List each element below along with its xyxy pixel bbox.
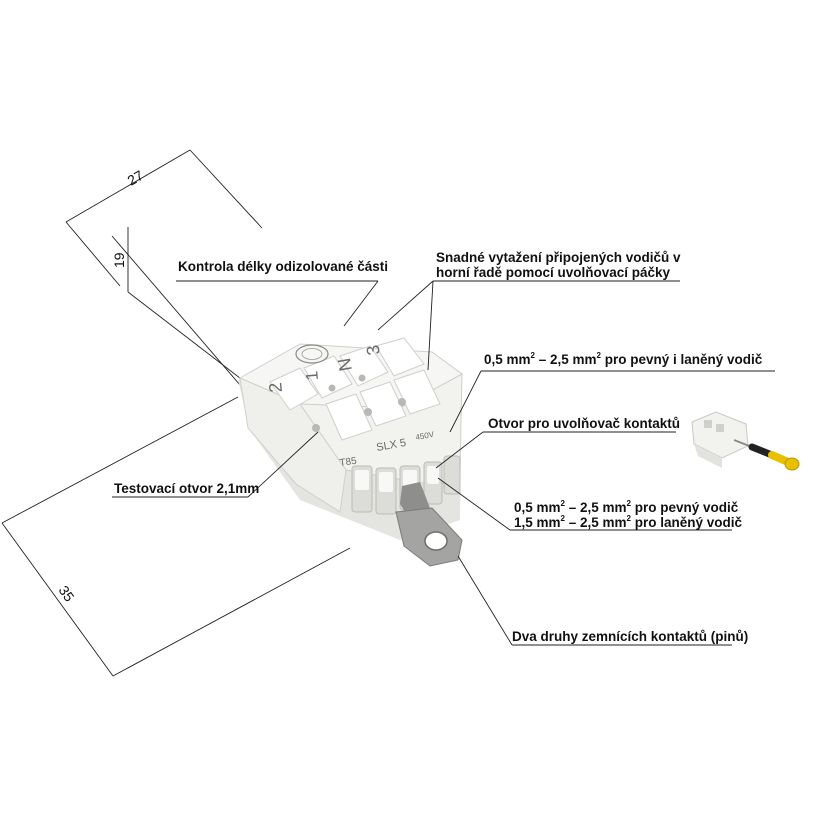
dimension-19: 19 xyxy=(111,252,127,268)
dimension-27: 27 xyxy=(125,167,147,189)
label-release-line2: horní řadě pomocí uvolňovací páčky xyxy=(436,265,671,280)
label-cross-section-top: 0,5 mm2 – 2,5 mm2 pro pevný i laněný vod… xyxy=(484,351,763,367)
cs-top-mid: – 2,5 mm xyxy=(535,352,597,367)
leader-lines xyxy=(112,280,775,646)
label-release-line1: Snadné vytažení připojených vodičů v xyxy=(436,250,681,265)
model-marking: SLX 5 xyxy=(375,437,407,454)
product-markings: 2 1 N 3 T85 SLX 5 450V xyxy=(265,343,435,469)
wago-connector xyxy=(238,337,463,567)
terminal-3-marking: 3 xyxy=(363,343,384,356)
cs-str-mid: – 2,5 mm xyxy=(565,515,627,530)
cs-solid-sup2: 2 xyxy=(627,499,632,508)
cs-str-pre: 1,5 mm xyxy=(514,515,561,530)
release-tool-inset xyxy=(691,411,800,471)
label-release-hole: Otvor pro uvolňovač kontaktů xyxy=(488,416,680,431)
cs-solid-mid: – 2,5 mm xyxy=(565,500,627,515)
cs-solid-pre: 0,5 mm xyxy=(514,500,561,515)
label-strip-length-check: Kontrola délky odizolované části xyxy=(178,259,388,274)
label-ground-pins: Dva druhy zemnících kontaktů (pinů) xyxy=(512,629,748,644)
cs-str-post: pro laněný vodič xyxy=(631,515,743,530)
cs-top-sup1: 2 xyxy=(531,351,536,360)
terminal-n-marking: N xyxy=(334,357,356,373)
cs-str-sup1: 2 xyxy=(561,514,566,523)
cs-solid-post: pro pevný vodič xyxy=(631,500,739,515)
label-cross-solid: 0,5 mm2 – 2,5 mm2 pro pevný vodič xyxy=(514,499,739,515)
cs-str-sup2: 2 xyxy=(627,514,632,523)
voltage-marking: 450V xyxy=(415,430,436,442)
label-test-hole: Testovací otvor 2,1mm xyxy=(114,481,259,496)
temp-marking: T85 xyxy=(339,456,358,469)
terminal-2-marking: 2 xyxy=(265,382,286,394)
cs-top-post: pro pevný i laněný vodič xyxy=(601,352,763,367)
label-cross-stranded: 1,5 mm2 – 2,5 mm2 pro laněný vodič xyxy=(514,514,743,530)
cs-top-pre: 0,5 mm xyxy=(484,352,531,367)
dimension-lines xyxy=(1,149,351,677)
ground-lug xyxy=(395,482,463,567)
terminal-1-marking: 1 xyxy=(302,370,322,381)
cs-solid-sup1: 2 xyxy=(561,499,566,508)
cs-top-sup2: 2 xyxy=(597,351,602,360)
